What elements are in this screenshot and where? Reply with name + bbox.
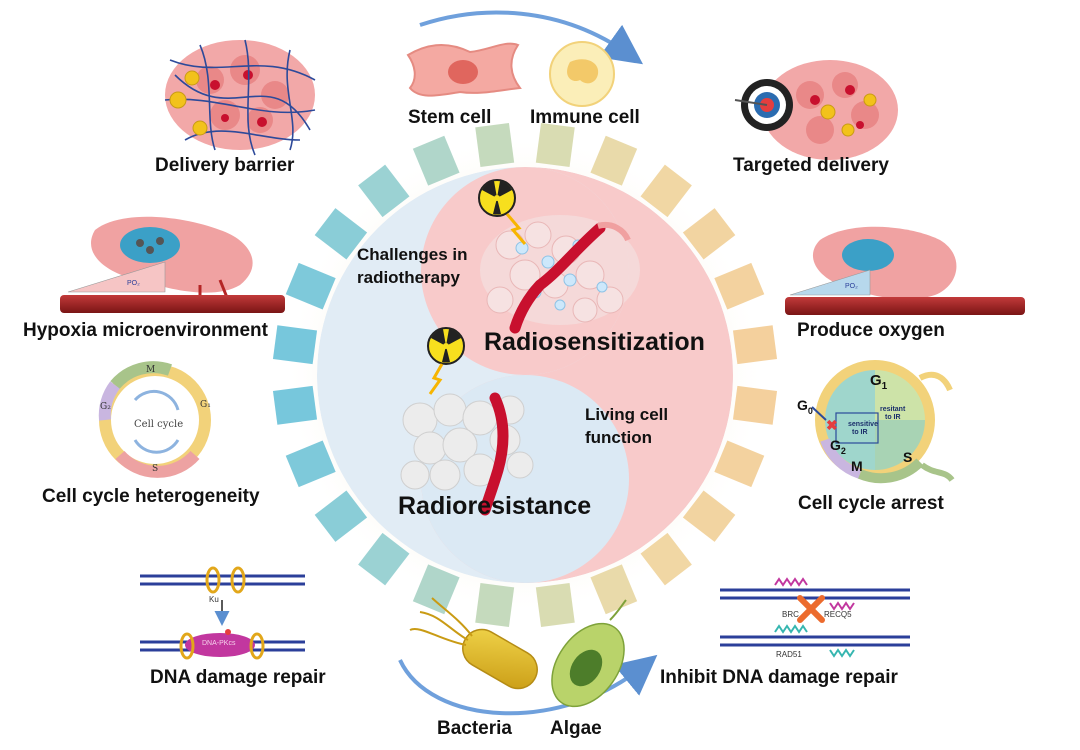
ring-tile [412,564,460,615]
ring-tile [640,532,692,586]
label-radioresistance: Radioresistance [398,492,592,520]
arrest-g2-label: G2 [830,437,846,456]
bacteria-icon [409,597,538,690]
tumor-tissue-sensitized [480,215,640,334]
label-targeted-delivery: Targeted delivery [733,155,889,176]
ring-tile [714,262,765,310]
hypoxia-icon [60,216,285,313]
inhibit-dna-repair-icon [720,577,910,658]
inhibit-rad51-label: RAD51 [776,650,802,659]
ring-tile [314,208,368,260]
ring-tile [714,440,765,488]
cell-cycle-arrest-icon: ✖ [811,360,955,484]
label-algae: Algae [550,718,602,739]
ring-tile [535,122,575,168]
label-cell-cycle-arrest: Cell cycle arrest [798,493,944,514]
ring-tile [682,208,736,260]
tumor-tissue-resistant [400,392,534,516]
label-produce-oxygen: Produce oxygen [797,320,945,341]
hypoxia-po2-label: PO₂ [127,280,140,287]
dna-repair-icon [140,566,305,660]
ring-tile [475,582,515,628]
ring-tile [682,490,736,542]
radiation-icon-top [478,179,527,245]
ring-tile [314,490,368,542]
radiation-icon-bottom [427,327,465,395]
cell-cycle-center-label: Cell cycle [134,419,184,430]
ring-tile [732,325,778,365]
ring-tile [272,325,318,365]
ring-tile [272,385,318,425]
produce-oxygen-icon [785,226,1025,315]
tile-ring [272,122,778,628]
label-stem-cell: Stem cell [408,107,492,128]
dna-pk-label: DNA-PKcs [202,640,236,647]
arrest-sensitive-label: sensitive [848,421,878,428]
ring-tile [590,135,638,186]
arrest-resistant-label2: to IR [885,414,901,421]
arrest-s-label: S [903,449,913,465]
svg-text:✖: ✖ [826,417,838,433]
ring-tile [285,262,336,310]
ring-tile [475,122,515,168]
ring-tile [535,582,575,628]
label-cell-cycle-heterogeneity: Cell cycle heterogeneity [42,486,260,507]
arrest-sensitive-label2: to IR [852,429,868,436]
immune-cell-icon [549,41,615,107]
algae-icon [551,599,627,708]
targeted-delivery-icon [734,60,898,160]
arrest-g0-label: G0 [797,397,813,416]
top-arrow [419,10,644,65]
label-bacteria: Bacteria [437,718,512,739]
stem-cell-icon [406,42,522,97]
delivery-barrier-icon [164,39,316,156]
label-dna-repair: DNA damage repair [150,667,326,688]
target-icon [734,79,793,131]
bottom-arrow [398,654,658,716]
ring-tile [358,532,410,586]
ring-tile [358,164,410,218]
inhibit-brca-label: BRC [782,610,799,619]
dna-ku-label: Ku [209,595,219,604]
oxygen-po2-label: PO₂ [845,283,858,290]
cell-cycle-g2-label: G₂ [100,402,111,412]
label-radiosensitization: Radiosensitization [484,328,705,356]
arrest-resistant-label: resitant [880,406,906,413]
inhibit-recq-label: RECQ5 [824,610,852,619]
cross-icon [797,595,825,623]
cell-cycle-icon [98,361,211,478]
cell-cycle-s-label: S [152,464,159,474]
arrest-m-label: M [851,458,863,474]
ring-tile [732,385,778,425]
arrest-g1-label: G1 [870,372,888,392]
cell-cycle-g1-label: G₁ [200,400,211,410]
label-delivery-barrier: Delivery barrier [155,155,295,176]
label-hypoxia: Hypoxia microenvironment [23,320,268,341]
label-immune-cell: Immune cell [530,107,640,128]
ring-tile [412,135,460,186]
label-inhibit-dna-repair: Inhibit DNA damage repair [660,667,898,688]
ring-tile [640,164,692,218]
cell-cycle-m-label: M [146,365,156,375]
label-living-line1: Living cell [585,405,669,424]
label-challenges-line2: radiotherapy [357,268,460,287]
label-living-line2: function [585,428,653,447]
label-challenges-line1: Challenges in [357,245,468,264]
ring-tile [285,440,336,488]
